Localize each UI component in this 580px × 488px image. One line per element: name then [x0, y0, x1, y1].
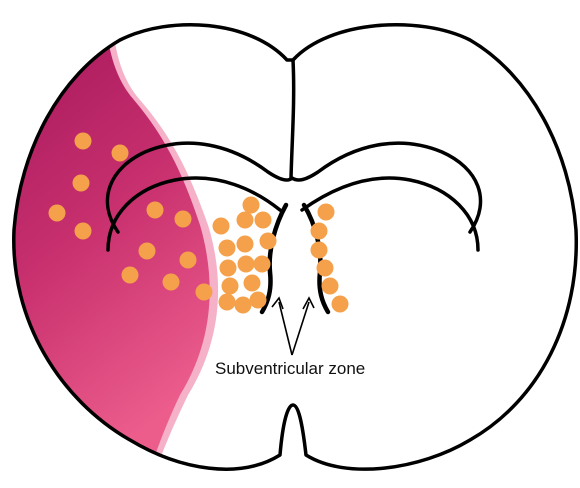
progenitor-cell	[180, 252, 197, 269]
arrow-left-shaft	[279, 302, 292, 355]
progenitor-cell	[147, 202, 164, 219]
subventricular-zone-label: Subventricular zone	[215, 359, 365, 378]
progenitor-cell	[112, 145, 129, 162]
midline-fissure	[291, 60, 294, 178]
progenitor-cell	[311, 242, 328, 259]
progenitor-cell	[260, 233, 277, 250]
progenitor-cell	[75, 133, 92, 150]
progenitor-cell	[311, 223, 328, 240]
progenitor-cell	[238, 256, 255, 273]
progenitor-cell	[332, 296, 349, 313]
arrow-right-shaft	[292, 302, 309, 355]
progenitor-cell	[237, 212, 254, 229]
progenitor-cell	[255, 212, 272, 229]
progenitor-cell	[222, 278, 239, 295]
arrow-left-head	[272, 298, 283, 309]
progenitor-cell	[322, 278, 339, 295]
progenitor-cell	[317, 260, 334, 277]
progenitor-cell	[139, 243, 156, 260]
right-ventricle-wall	[304, 205, 328, 312]
progenitor-cell	[213, 218, 230, 235]
progenitor-cell	[250, 292, 267, 309]
progenitor-cell	[73, 175, 90, 192]
svz-arrows	[272, 298, 314, 355]
progenitor-cell	[163, 274, 180, 291]
progenitor-cell	[254, 256, 271, 273]
progenitor-cell	[219, 294, 236, 311]
progenitor-cell	[219, 240, 236, 257]
progenitor-cell	[220, 260, 237, 277]
progenitor-cell	[75, 223, 92, 240]
progenitor-cell	[49, 205, 66, 222]
progenitor-cell	[235, 297, 252, 314]
progenitor-cell	[243, 197, 260, 214]
progenitor-cell	[318, 204, 335, 221]
progenitor-cell	[196, 284, 213, 301]
progenitor-cell	[244, 275, 261, 292]
progenitor-cell	[122, 267, 139, 284]
progenitor-cell	[175, 211, 192, 228]
progenitor-cell	[237, 236, 254, 253]
